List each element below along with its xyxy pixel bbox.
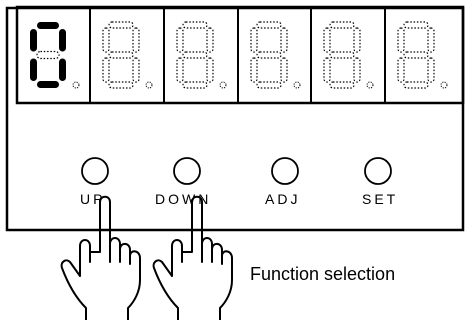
segment-a	[37, 22, 59, 29]
down-button[interactable]	[173, 157, 201, 185]
segment-e	[30, 58, 37, 81]
segment-c	[280, 57, 288, 83]
decimal-point	[440, 81, 448, 89]
adj-button-label: ADJ	[265, 191, 301, 207]
segment-g	[403, 51, 429, 59]
down-pointing-hand-icon	[152, 195, 233, 321]
seven-segment-display	[30, 7, 448, 103]
decimal-point	[219, 81, 227, 89]
segment-b	[280, 27, 288, 53]
segment-a	[329, 21, 355, 29]
segment-f	[250, 27, 258, 53]
segment-f	[323, 27, 331, 53]
hands-illustration	[60, 195, 233, 321]
segment-g	[256, 51, 282, 59]
decimal-point	[366, 81, 374, 89]
segment-d	[182, 81, 208, 89]
digit-2	[89, 7, 153, 103]
decimal-point	[293, 81, 301, 89]
segment-d	[108, 81, 134, 89]
segment-c	[132, 57, 140, 83]
segment-c	[427, 57, 435, 83]
segment-c	[59, 58, 66, 81]
decimal-point	[145, 81, 153, 89]
up-button[interactable]	[81, 157, 109, 185]
segment-f	[397, 27, 405, 53]
segment-b	[206, 27, 214, 53]
segment-b	[132, 27, 140, 53]
digit-4	[237, 7, 301, 103]
segment-d	[329, 81, 355, 89]
digit-1	[30, 22, 80, 89]
segment-g	[108, 51, 134, 59]
segment-e	[102, 57, 110, 83]
segment-g	[182, 51, 208, 59]
display-window	[15, 5, 465, 105]
segment-g	[36, 50, 60, 60]
segment-e	[323, 57, 331, 83]
function-selection-caption: Function selection	[250, 264, 396, 284]
set-button[interactable]	[364, 157, 392, 185]
segment-c	[206, 57, 214, 83]
segment-d	[256, 81, 282, 89]
set-button-label: SET	[362, 191, 399, 207]
adj-button[interactable]	[271, 157, 299, 185]
segment-a	[182, 21, 208, 29]
segment-e	[250, 57, 258, 83]
up-pointing-hand-icon	[60, 195, 141, 321]
digit-3	[163, 7, 227, 103]
segment-b	[427, 27, 435, 53]
down-button-label: DOWN	[155, 191, 212, 207]
segment-f	[102, 27, 110, 53]
segment-a	[403, 21, 429, 29]
segment-e	[176, 57, 184, 83]
decimal-point	[72, 81, 80, 89]
segment-b	[353, 27, 361, 53]
digit-6	[384, 7, 448, 103]
segment-f	[176, 27, 184, 53]
up-button-label: UP	[80, 191, 106, 207]
digit-5	[310, 7, 374, 103]
segment-e	[397, 57, 405, 83]
segment-a	[108, 21, 134, 29]
segment-b	[59, 29, 66, 52]
segment-d	[37, 81, 59, 88]
segment-c	[353, 57, 361, 83]
segment-g	[329, 51, 355, 59]
segment-d	[403, 81, 429, 89]
segment-a	[256, 21, 282, 29]
button-row	[81, 157, 392, 185]
segment-f	[30, 29, 37, 52]
